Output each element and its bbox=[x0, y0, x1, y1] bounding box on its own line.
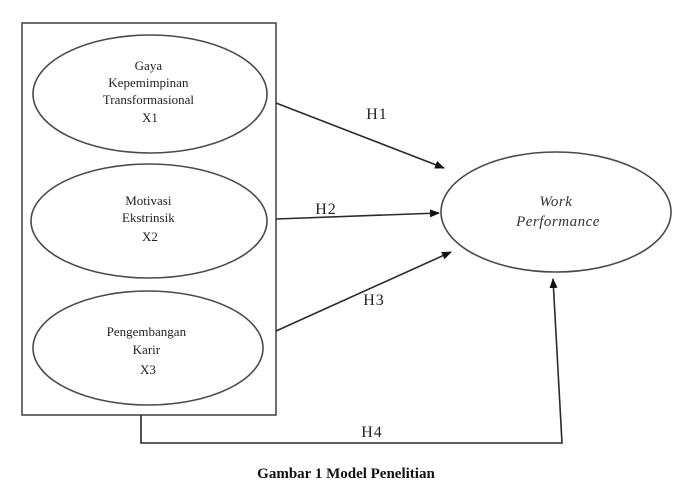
node-x1-line-1: Gaya bbox=[135, 58, 163, 73]
svg-text:Pengembangan Karir: Pengembangan Karir X3 bbox=[107, 324, 190, 377]
node-x3-line-1: Pengembangan bbox=[107, 324, 187, 339]
node-x3-line-3: X3 bbox=[140, 362, 156, 377]
node-y-line-1: Work bbox=[539, 194, 572, 210]
edge-h4-label: H4 bbox=[361, 424, 383, 441]
node-x3: Pengembangan Karir X3 bbox=[32, 290, 264, 406]
edge-h2-arrow bbox=[275, 209, 440, 220]
edge-h3-arrow bbox=[275, 251, 452, 332]
node-x1-line-4: X1 bbox=[142, 110, 158, 125]
edge-h4-arrow bbox=[140, 278, 563, 444]
node-work-performance: Work Performance bbox=[440, 151, 672, 273]
node-y-line-2: Performance bbox=[515, 214, 600, 230]
node-x1: Gaya Kepemimpinan Transformasional X1 bbox=[32, 34, 268, 154]
node-x1-ellipse bbox=[32, 34, 268, 154]
node-x1-line-2: Kepemimpinan bbox=[108, 75, 189, 90]
node-x2-ellipse bbox=[30, 163, 268, 279]
node-x1-line-3: Transformasional bbox=[103, 92, 195, 107]
svg-text:Work Performance: Work Performance bbox=[515, 194, 600, 230]
figure-caption: Gambar 1 Model Penelitian bbox=[257, 466, 435, 482]
svg-text:Gaya Kepemimpinan: Gaya Kepemimpinan Transformasional X1 bbox=[103, 58, 198, 125]
edge-h3-label: H3 bbox=[363, 292, 385, 309]
node-work-performance-ellipse bbox=[440, 151, 672, 273]
svg-text:Motivasi Ekstrinsik: Motivasi Ekstrinsik X2 bbox=[122, 193, 178, 244]
node-x3-line-2: Karir bbox=[133, 342, 161, 357]
edge-h1-arrow bbox=[275, 102, 445, 169]
node-x2-line-1: Motivasi bbox=[125, 193, 172, 208]
node-x2-line-2: Ekstrinsik bbox=[122, 210, 175, 225]
node-x2: Motivasi Ekstrinsik X2 bbox=[30, 163, 268, 279]
edge-h1-label: H1 bbox=[366, 106, 388, 123]
node-x2-line-3: X2 bbox=[142, 229, 158, 244]
edge-h2-label: H2 bbox=[315, 201, 337, 218]
node-x3-ellipse bbox=[32, 290, 264, 406]
